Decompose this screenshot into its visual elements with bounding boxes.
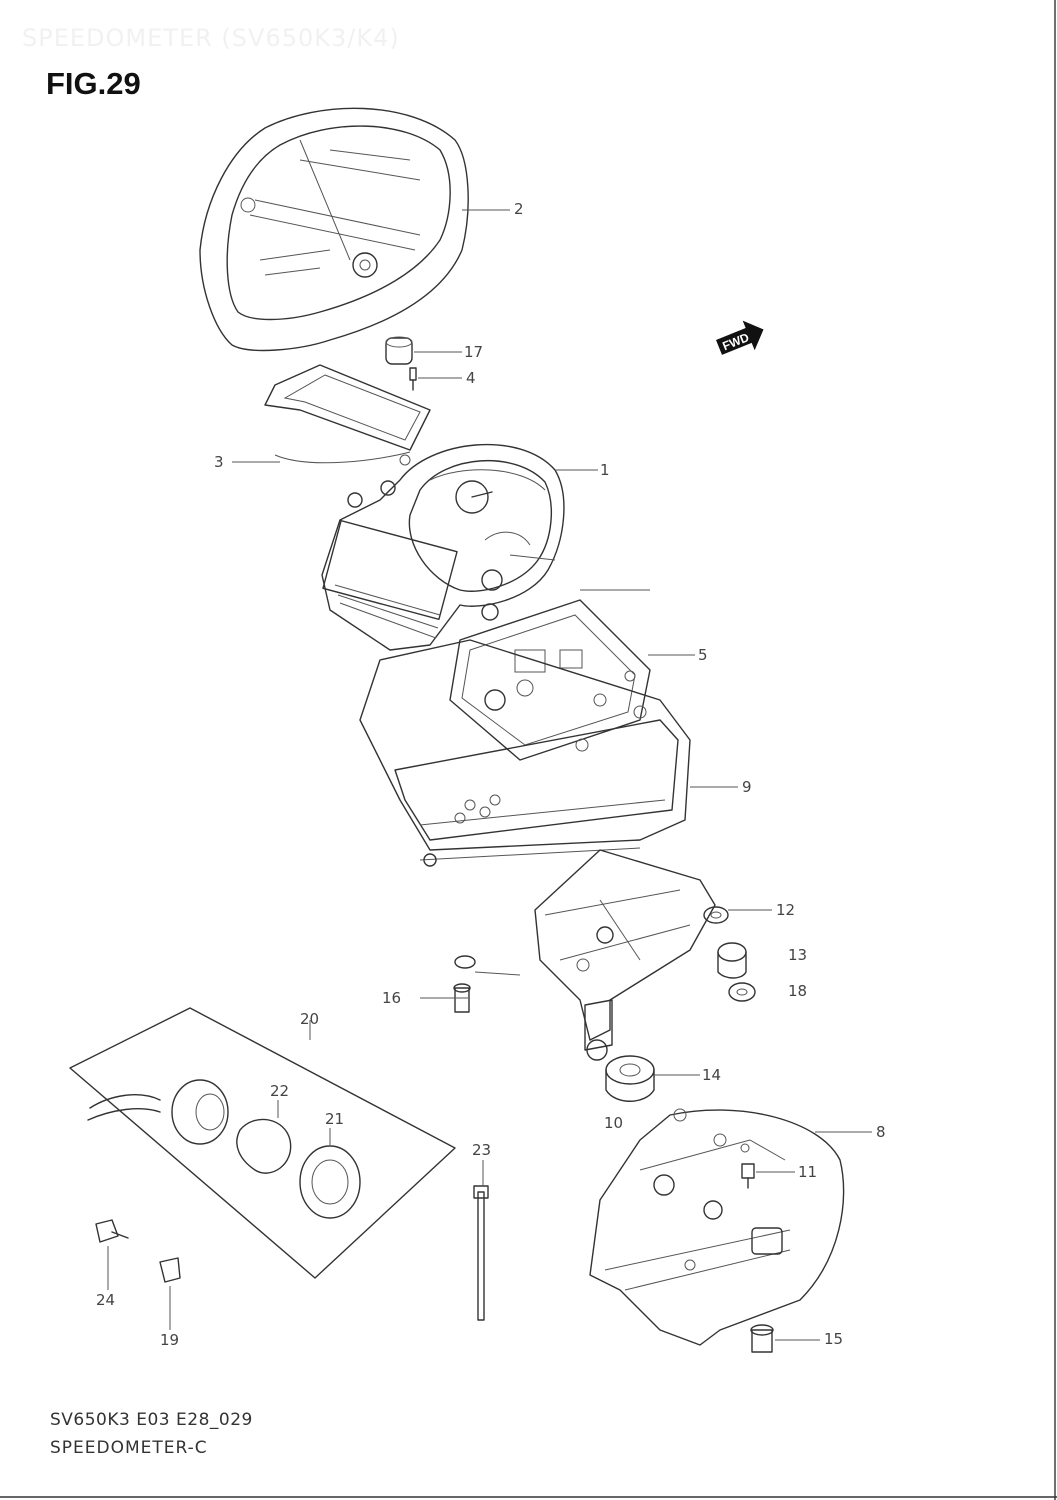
callout-2: 2 xyxy=(514,200,524,218)
callout-5: 5 xyxy=(698,646,708,664)
diagram-name: SPEEDOMETER-C xyxy=(50,1438,208,1458)
part-1-instrument-cluster[interactable] xyxy=(321,443,565,651)
callout-21: 21 xyxy=(325,1110,344,1128)
callout-16: 16 xyxy=(382,989,401,1007)
part-24-screw[interactable] xyxy=(95,1219,129,1243)
part-5-circuit-board[interactable] xyxy=(449,599,651,761)
part-14-damper[interactable] xyxy=(605,1055,655,1102)
callout-11: 11 xyxy=(798,1163,817,1181)
callout-19: 19 xyxy=(160,1331,179,1349)
callout-12: 12 xyxy=(776,901,795,919)
part-2-meter-cover[interactable] xyxy=(199,107,469,352)
part-15-bolt[interactable] xyxy=(750,1324,774,1353)
callout-4: 4 xyxy=(466,369,476,387)
fwd-label: FWD xyxy=(720,330,751,353)
callout-3: 3 xyxy=(214,453,224,471)
part-11-screw[interactable] xyxy=(741,1163,755,1189)
part-4-screw[interactable] xyxy=(409,367,417,391)
diagram-code: SV650K3 E03 E28_029 xyxy=(50,1410,253,1430)
callout-8: 8 xyxy=(876,1123,886,1141)
ghost-title: SPEEDOMETER (SV650K3/K4) xyxy=(22,24,400,52)
part-18-collar[interactable] xyxy=(728,982,756,1002)
part-17-grommet[interactable] xyxy=(385,336,413,365)
callout-labels: 2 17 4 3 1 5 9 12 13 18 16 20 22 21 14 1… xyxy=(96,200,886,1349)
forward-arrow-icon: FWD xyxy=(716,320,764,355)
part-19-clip[interactable] xyxy=(159,1257,181,1283)
callout-18: 18 xyxy=(788,982,807,1000)
part-8-lower-cover[interactable] xyxy=(589,1108,845,1346)
figure-label: FIG.29 xyxy=(46,66,141,101)
leader-lines xyxy=(107,209,872,1341)
callout-9: 9 xyxy=(742,778,752,796)
callout-15: 15 xyxy=(824,1330,843,1348)
part-bracket[interactable] xyxy=(534,849,716,1061)
part-16-bolt[interactable] xyxy=(453,955,521,1013)
part-12-grommet[interactable] xyxy=(703,906,729,924)
part-3-lens[interactable] xyxy=(264,364,431,464)
callout-23: 23 xyxy=(472,1141,491,1159)
callout-13: 13 xyxy=(788,946,807,964)
callout-17: 17 xyxy=(464,343,483,361)
part-13-cushion[interactable] xyxy=(717,942,747,979)
part-23-cable-tie[interactable] xyxy=(473,1185,489,1321)
part-20-bulb-assembly[interactable] xyxy=(69,1007,456,1279)
callout-1: 1 xyxy=(600,461,610,479)
callout-10: 10 xyxy=(604,1114,623,1132)
callout-22: 22 xyxy=(270,1082,289,1100)
callout-14: 14 xyxy=(702,1066,721,1084)
callout-24: 24 xyxy=(96,1291,115,1309)
part-9-lower-housing[interactable] xyxy=(359,639,691,867)
callout-20: 20 xyxy=(300,1010,319,1028)
